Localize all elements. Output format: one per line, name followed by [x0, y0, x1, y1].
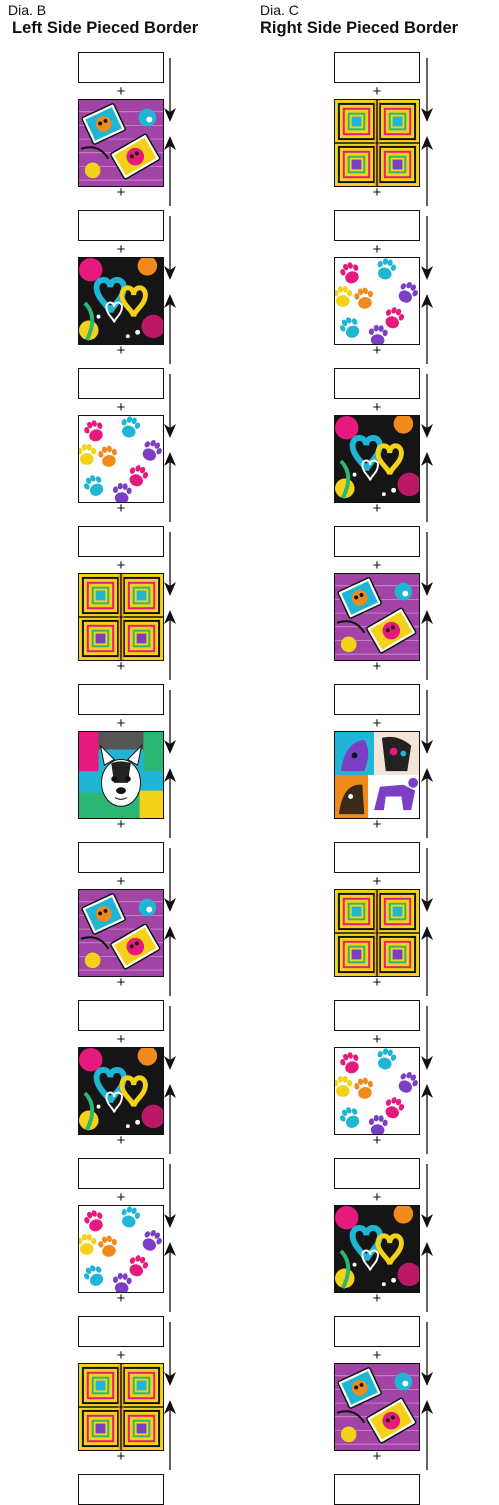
sewing-direction-arrows [419, 216, 435, 366]
background-rectangle [334, 1000, 420, 1031]
graffiti-dog-collage-fabric [78, 889, 164, 977]
plus-sign: + [111, 718, 131, 730]
sewing-direction-arrows [162, 1322, 178, 1472]
plus-sign: + [367, 1034, 387, 1046]
background-rectangle [334, 684, 420, 715]
plus-sign: + [111, 876, 131, 888]
plus-sign: + [111, 560, 131, 572]
paw-prints-white-fabric [334, 1047, 420, 1135]
sewing-direction-arrows [419, 1322, 435, 1472]
plus-sign: + [111, 819, 131, 831]
plus-sign: + [111, 1135, 131, 1147]
plus-sign: + [111, 503, 131, 515]
diagram-c: Dia. C Right Side Pieced Border + + + [250, 0, 499, 1479]
yellow-frames-fabric [78, 573, 164, 661]
french-bulldog-portrait-fabric [78, 731, 164, 819]
sewing-direction-arrows [162, 216, 178, 366]
sewing-direction-arrows [419, 690, 435, 840]
plus-sign: + [367, 819, 387, 831]
dog-portraits-fabric [334, 731, 420, 819]
paw-prints-white-fabric [334, 257, 420, 345]
sewing-direction-arrows [419, 532, 435, 682]
sewing-direction-arrows [162, 690, 178, 840]
plus-sign: + [367, 977, 387, 989]
background-rectangle [78, 210, 164, 241]
neon-hearts-black-fabric [334, 1205, 420, 1293]
sewing-direction-arrows [162, 1164, 178, 1314]
plus-sign: + [367, 1451, 387, 1463]
plus-sign: + [367, 718, 387, 730]
plus-sign: + [367, 1135, 387, 1147]
sewing-direction-arrows [162, 58, 178, 208]
background-rectangle [334, 1158, 420, 1189]
background-rectangle [78, 526, 164, 557]
neon-hearts-black-fabric [78, 257, 164, 345]
graffiti-dog-collage-fabric [334, 1363, 420, 1451]
background-rectangle [78, 52, 164, 83]
background-rectangle [334, 842, 420, 873]
graffiti-dog-collage-fabric [78, 99, 164, 187]
yellow-frames-fabric [78, 1363, 164, 1451]
sewing-direction-arrows [419, 1164, 435, 1314]
plus-sign: + [367, 402, 387, 414]
sewing-direction-arrows [419, 1006, 435, 1156]
background-rectangle [334, 526, 420, 557]
plus-sign: + [367, 661, 387, 673]
plus-sign: + [367, 503, 387, 515]
plus-sign: + [111, 1350, 131, 1362]
plus-sign: + [111, 86, 131, 98]
plus-sign: + [111, 187, 131, 199]
diagram-b-label: Dia. B [8, 2, 46, 18]
background-rectangle [334, 210, 420, 241]
sewing-direction-arrows [162, 848, 178, 998]
plus-sign: + [111, 661, 131, 673]
yellow-frames-fabric [334, 889, 420, 977]
background-rectangle [78, 1158, 164, 1189]
sewing-direction-arrows [419, 58, 435, 208]
plus-sign: + [367, 1293, 387, 1305]
sewing-direction-arrows [419, 374, 435, 524]
plus-sign: + [367, 345, 387, 357]
diagram-c-title: Right Side Pieced Border [260, 19, 458, 38]
plus-sign: + [111, 1034, 131, 1046]
graffiti-dog-collage-fabric [334, 573, 420, 661]
diagram-c-label: Dia. C [260, 2, 299, 18]
plus-sign: + [111, 402, 131, 414]
neon-hearts-black-fabric [334, 415, 420, 503]
plus-sign: + [367, 1192, 387, 1204]
plus-sign: + [111, 977, 131, 989]
background-rectangle [78, 1316, 164, 1347]
neon-hearts-black-fabric [78, 1047, 164, 1135]
plus-sign: + [111, 244, 131, 256]
background-rectangle [78, 368, 164, 399]
plus-sign: + [367, 1350, 387, 1362]
paw-prints-white-fabric [78, 1205, 164, 1293]
diagram-b-title: Left Side Pieced Border [12, 19, 198, 38]
plus-sign: + [367, 876, 387, 888]
plus-sign: + [367, 560, 387, 572]
background-rectangle [78, 1000, 164, 1031]
sewing-direction-arrows [162, 374, 178, 524]
background-rectangle [78, 842, 164, 873]
diagram-b: Dia. B Left Side Pieced Border + + + + + [0, 0, 250, 1479]
sewing-direction-arrows [162, 1006, 178, 1156]
plus-sign: + [111, 1192, 131, 1204]
background-rectangle [78, 684, 164, 715]
background-rectangle [334, 368, 420, 399]
plus-sign: + [111, 345, 131, 357]
plus-sign: + [367, 244, 387, 256]
plus-sign: + [367, 187, 387, 199]
paw-prints-white-fabric [78, 415, 164, 503]
plus-sign: + [111, 1293, 131, 1305]
yellow-frames-fabric [334, 99, 420, 187]
background-rectangle [334, 1316, 420, 1347]
background-rectangle [334, 52, 420, 83]
sewing-direction-arrows [162, 532, 178, 682]
plus-sign: + [367, 86, 387, 98]
plus-sign: + [111, 1451, 131, 1463]
sewing-direction-arrows [419, 848, 435, 998]
